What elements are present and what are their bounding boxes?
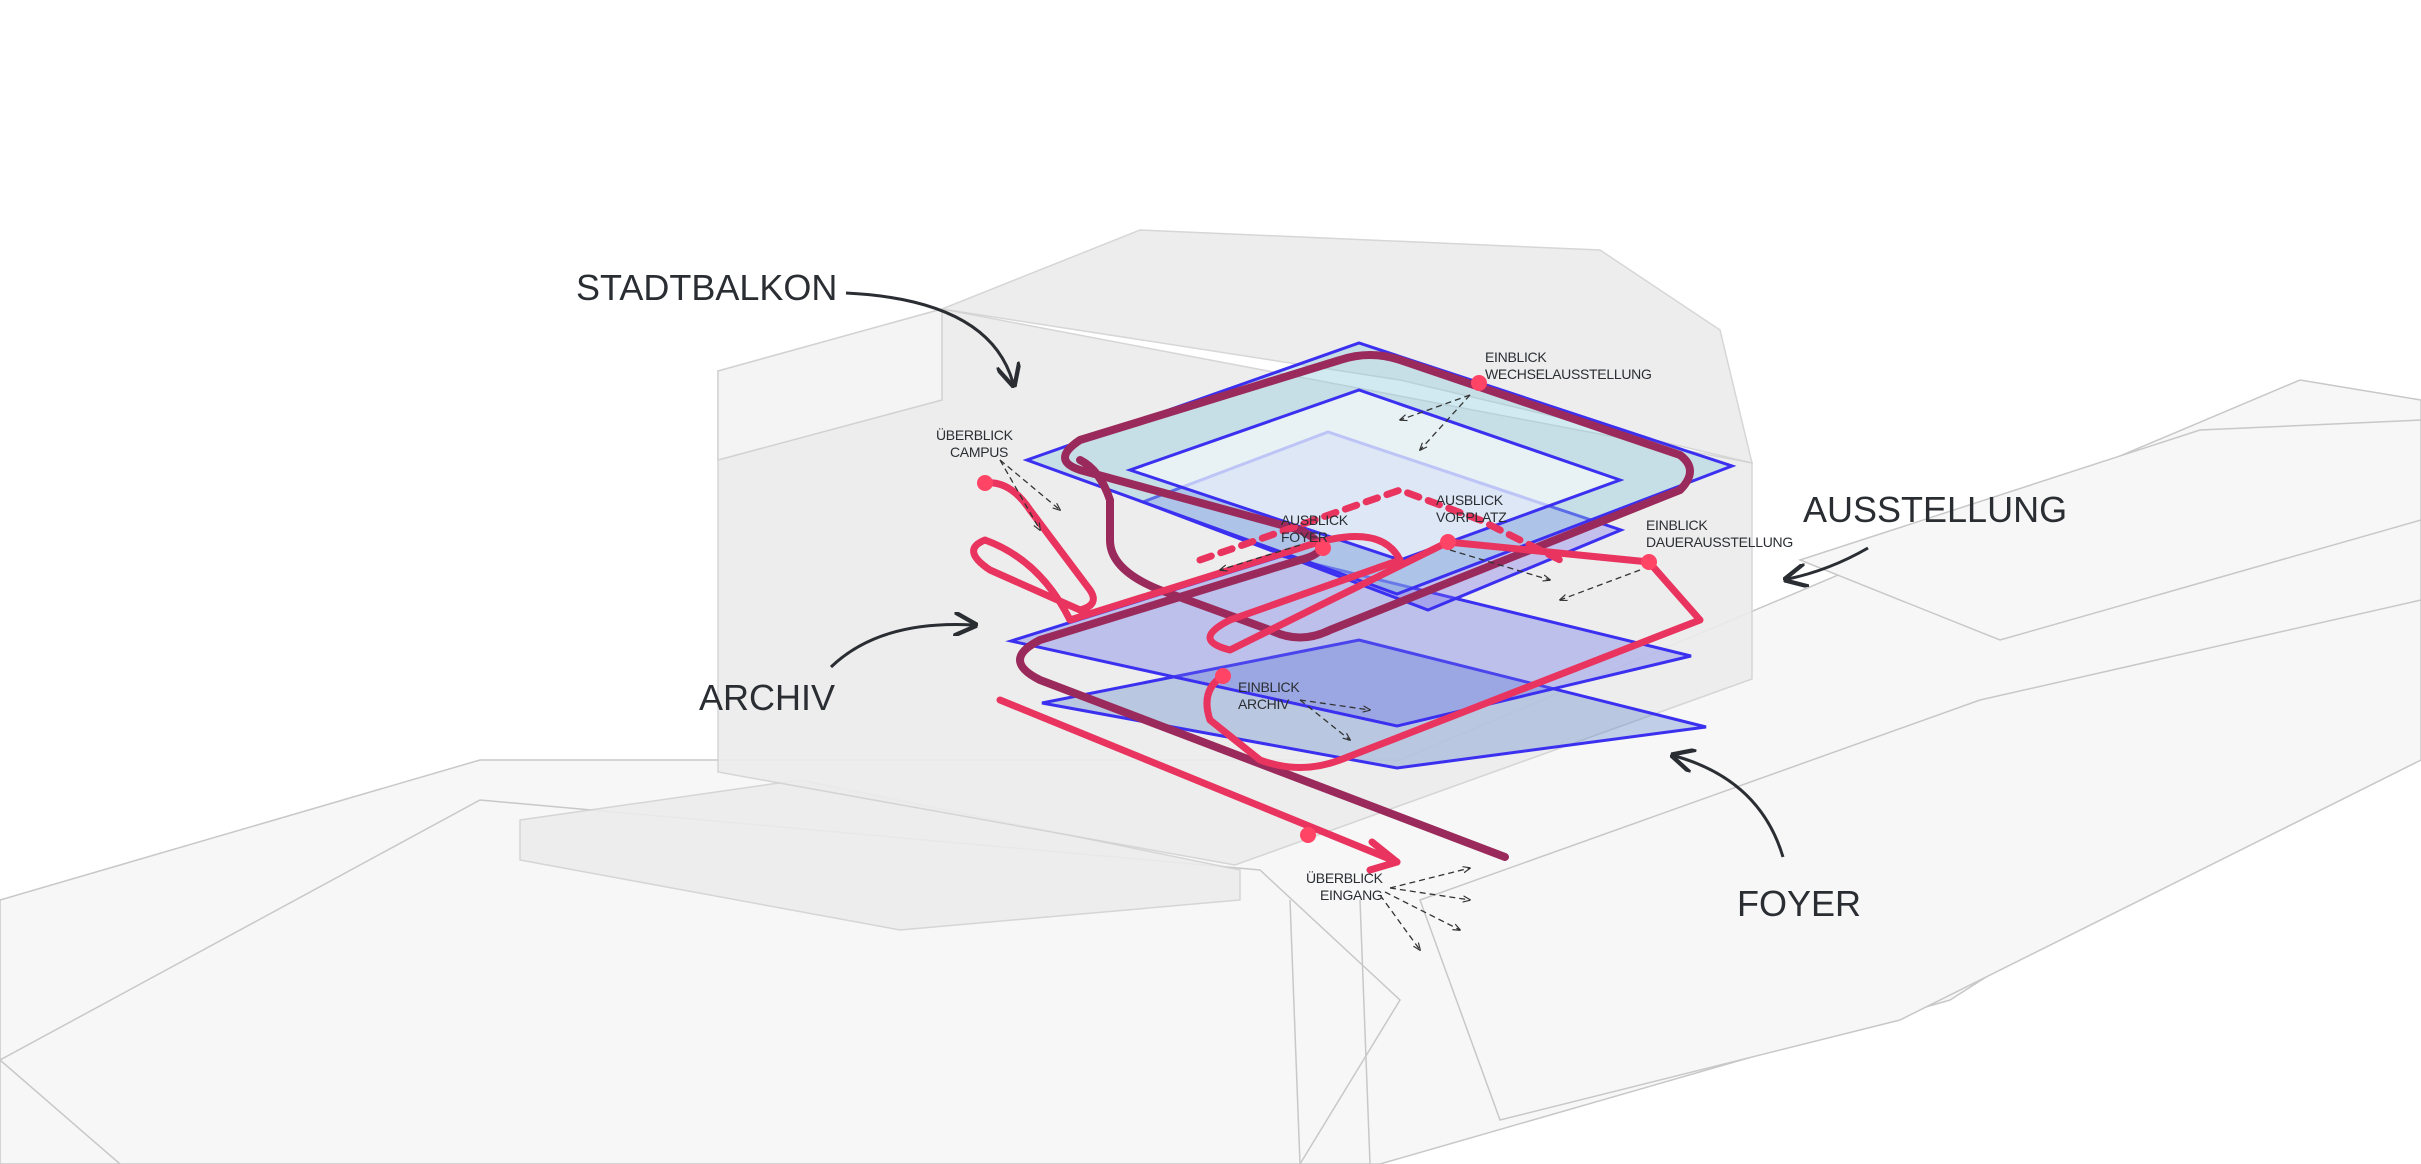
label-foyer: FOYER [1737, 883, 1861, 924]
marker-ausblick-vorplatz [1440, 534, 1456, 550]
marker-einblick-archiv [1215, 668, 1231, 684]
marker-einblick-dauerausstellung [1641, 554, 1657, 570]
marker-einblick-wechselausstellung [1471, 375, 1487, 391]
route-entrance-arrow [996, 696, 1401, 866]
marker-ueberblick-campus [977, 475, 993, 491]
route-secondary [1016, 351, 1694, 861]
foyer-arrow [1675, 756, 1785, 858]
archiv-arrow [829, 625, 973, 669]
label-archiv: ARCHIV [699, 677, 835, 718]
ausstellung-arrow [1788, 546, 1869, 579]
sight-lines [999, 394, 1641, 950]
stadtbalkon-arrow [845, 291, 1013, 383]
marker-ueberblick-eingang [1300, 827, 1316, 843]
label-ausstellung: AUSSTELLUNG [1803, 489, 2067, 530]
marker-ausblick-foyer [1315, 540, 1331, 556]
viewpoint-markers [977, 375, 1657, 843]
label-stadtbalkon: STADTBALKON [576, 267, 837, 308]
callout-arrows [829, 291, 1869, 858]
floor-plate-foyer [1041, 638, 1707, 770]
